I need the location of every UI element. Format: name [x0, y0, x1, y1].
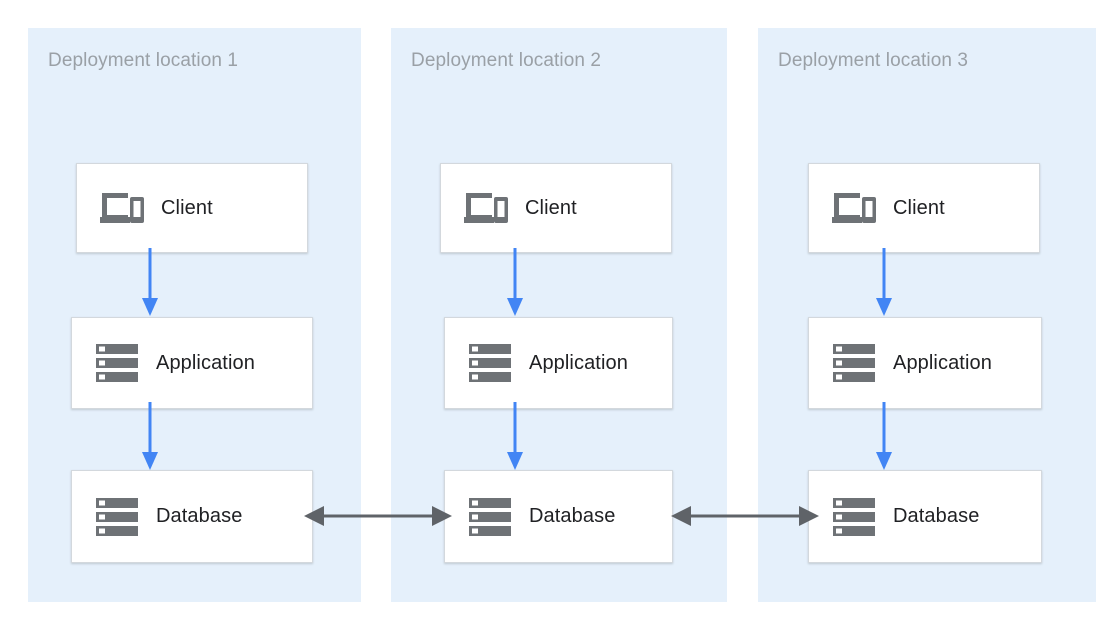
node-label: Database [156, 505, 243, 527]
node-label: Application [156, 351, 255, 374]
devices-icon [463, 185, 509, 231]
server-stack-icon [467, 340, 513, 386]
server-stack-icon [94, 494, 140, 540]
connector-application-to-database [142, 402, 158, 470]
node-label: Client [161, 196, 213, 219]
connector-application-to-database [876, 402, 892, 470]
panel-title: Deployment location 3 [778, 50, 969, 71]
node-database[interactable]: Database [808, 470, 1042, 563]
node-client[interactable]: Client [440, 163, 672, 253]
server-stack-icon [94, 340, 140, 386]
connector-client-to-application [507, 248, 523, 316]
node-client[interactable]: Client [76, 163, 308, 253]
devices-icon [99, 185, 145, 231]
panel-title: Deployment location 2 [411, 50, 602, 71]
devices-icon [831, 185, 877, 231]
deployment-location-panel-3: Deployment location 3 Client [758, 28, 1096, 602]
deployment-location-panel-1: Deployment location 1 Client [28, 28, 361, 602]
node-database[interactable]: Database [71, 470, 313, 563]
connector-client-to-application [142, 248, 158, 316]
node-label: Database [529, 505, 616, 527]
node-label: Application [893, 351, 992, 374]
node-application[interactable]: Application [444, 317, 673, 409]
panel-title: Deployment location 1 [48, 50, 239, 71]
node-label: Client [893, 196, 945, 219]
node-client[interactable]: Client [808, 163, 1040, 253]
node-label: Application [529, 351, 628, 374]
node-label: Database [893, 505, 980, 527]
node-application[interactable]: Application [808, 317, 1042, 409]
node-label: Client [525, 196, 577, 219]
deployment-location-panel-2: Deployment location 2 Client [391, 28, 727, 602]
node-database[interactable]: Database [444, 470, 673, 563]
server-stack-icon [467, 494, 513, 540]
server-stack-icon [831, 494, 877, 540]
connector-application-to-database [507, 402, 523, 470]
server-stack-icon [831, 340, 877, 386]
node-application[interactable]: Application [71, 317, 313, 409]
connector-client-to-application [876, 248, 892, 316]
